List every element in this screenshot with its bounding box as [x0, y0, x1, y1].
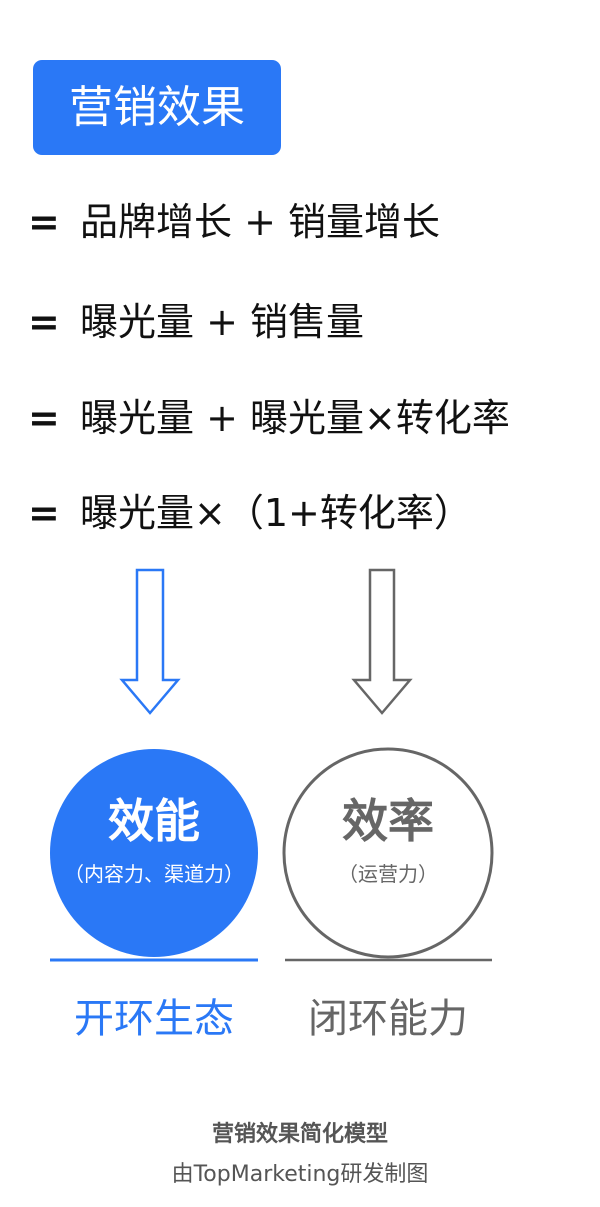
equals-sign: = [28, 300, 60, 344]
figure-caption: 营销效果简化模型 [211, 1122, 388, 1147]
equation-text: 曝光量 + 销售量 [80, 300, 364, 344]
efficacy-subtitle: （内容力、渠道力） [64, 862, 244, 886]
efficacy-circle [50, 749, 258, 957]
equation-text: 曝光量×（1+转化率） [80, 491, 472, 535]
efficiency-title: 效率 [342, 794, 434, 848]
equation-2: = 曝光量 + 销售量 [28, 297, 364, 347]
equation-1: = 品牌增长 + 销量增长 [28, 197, 440, 247]
efficiency-subtitle: （运营力） [338, 862, 438, 886]
figure-credit: 由TopMarketing研发制图 [171, 1162, 429, 1187]
equals-sign: = [28, 491, 60, 535]
open-loop-label: 开环生态 [74, 996, 234, 1042]
equation-text: 品牌增长 + 销量增长 [80, 200, 440, 244]
equals-sign: = [28, 396, 60, 440]
arrow-down-icon-blue [119, 568, 181, 715]
closed-loop-label: 闭环能力 [308, 996, 468, 1042]
equals-sign: = [28, 200, 60, 244]
equation-4: = 曝光量×（1+转化率） [28, 488, 472, 538]
equation-text: 曝光量 + 曝光量×转化率 [80, 396, 510, 440]
title-badge: 营销效果 [33, 60, 281, 155]
equation-3: = 曝光量 + 曝光量×转化率 [28, 393, 510, 443]
efficiency-circle [282, 747, 494, 959]
efficacy-title: 效能 [108, 794, 200, 848]
arrow-down-icon-gray [351, 568, 413, 715]
